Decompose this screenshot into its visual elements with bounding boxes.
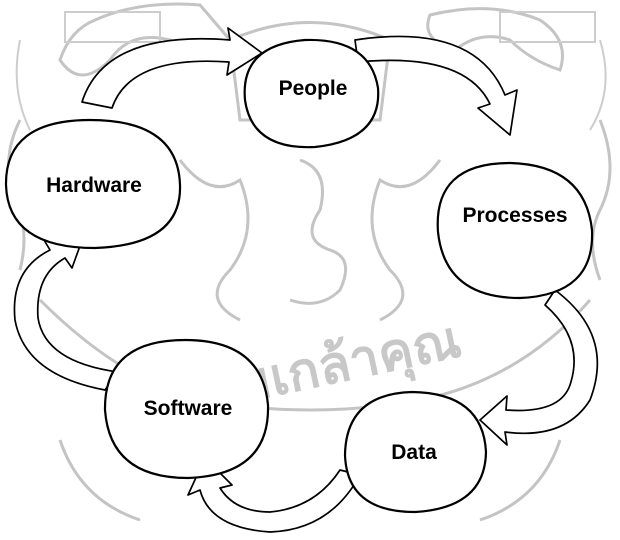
node-hardware-circle [4,118,182,250]
node-hardware: Hardware [4,118,182,250]
arrow-data-to-software [187,457,361,533]
node-people: People [243,38,380,149]
node-hardware-label: Hardware [46,174,142,197]
arrow-software-to-hardware [13,231,119,391]
arrow-processes-to-data [479,289,599,446]
node-software: Software [103,338,270,480]
node-data-circle [343,390,488,514]
node-people-circle [243,38,380,149]
node-software-circle [103,338,270,480]
node-software-label: Software [144,397,233,420]
arrow-people-to-processes [354,35,518,136]
node-data-label: Data [391,441,437,464]
node-data: Data [343,390,488,514]
node-processes-circle [436,161,594,300]
node-processes-label: Processes [462,204,567,227]
node-people-label: People [279,77,348,100]
arrow-hardware-to-people [81,27,263,109]
node-processes: Processes [436,161,594,300]
